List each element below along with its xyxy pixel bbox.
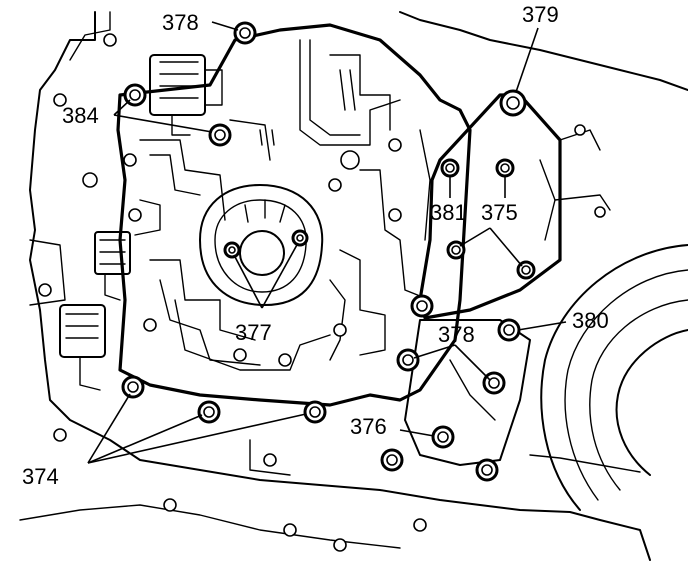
callout-380: 380: [572, 308, 609, 333]
bolt-374-a: [121, 375, 145, 399]
bolt-377-a: [223, 241, 241, 259]
callout-384: 384: [62, 103, 99, 128]
bolts: [121, 21, 536, 482]
callout-375: 375: [481, 200, 518, 225]
valve-body-plate: [116, 23, 472, 407]
bolt-side-lower: [410, 294, 434, 318]
bolt-376: [431, 425, 455, 449]
center-bore: [199, 184, 324, 306]
solenoid-lower: [59, 304, 106, 391]
solenoid-upper: [149, 54, 223, 136]
bolt-bottom-mid: [380, 448, 404, 472]
bolt-374-c: [303, 400, 327, 424]
bolt-377-b: [291, 229, 309, 247]
case-outline: [19, 11, 688, 561]
bolt-384-b: [208, 123, 232, 147]
bolt-380: [497, 318, 521, 342]
holes: [38, 33, 606, 552]
callout-374: 374: [22, 464, 59, 489]
bolt-375-a: [495, 158, 515, 178]
bolt-lower-right: [475, 458, 499, 482]
bolt-378-mid-a: [396, 348, 420, 372]
callout-377: 377: [235, 320, 272, 345]
bolt-384-a: [123, 83, 147, 107]
bolt-381: [440, 158, 460, 178]
clutch-housing: [540, 244, 688, 511]
callout-378-mid: 378: [438, 322, 475, 347]
bolt-379: [499, 89, 527, 117]
bolt-374-b: [197, 400, 221, 424]
callout-379: 379: [522, 2, 559, 27]
callout-381: 381: [430, 200, 467, 225]
callout-labels: 378 384 379 381 375 377 378 380 376 374: [22, 2, 609, 489]
bolt-378-top: [233, 21, 257, 45]
leader-lines: [87, 21, 567, 464]
callout-376: 376: [350, 414, 387, 439]
callout-378-top: 378: [162, 10, 199, 35]
